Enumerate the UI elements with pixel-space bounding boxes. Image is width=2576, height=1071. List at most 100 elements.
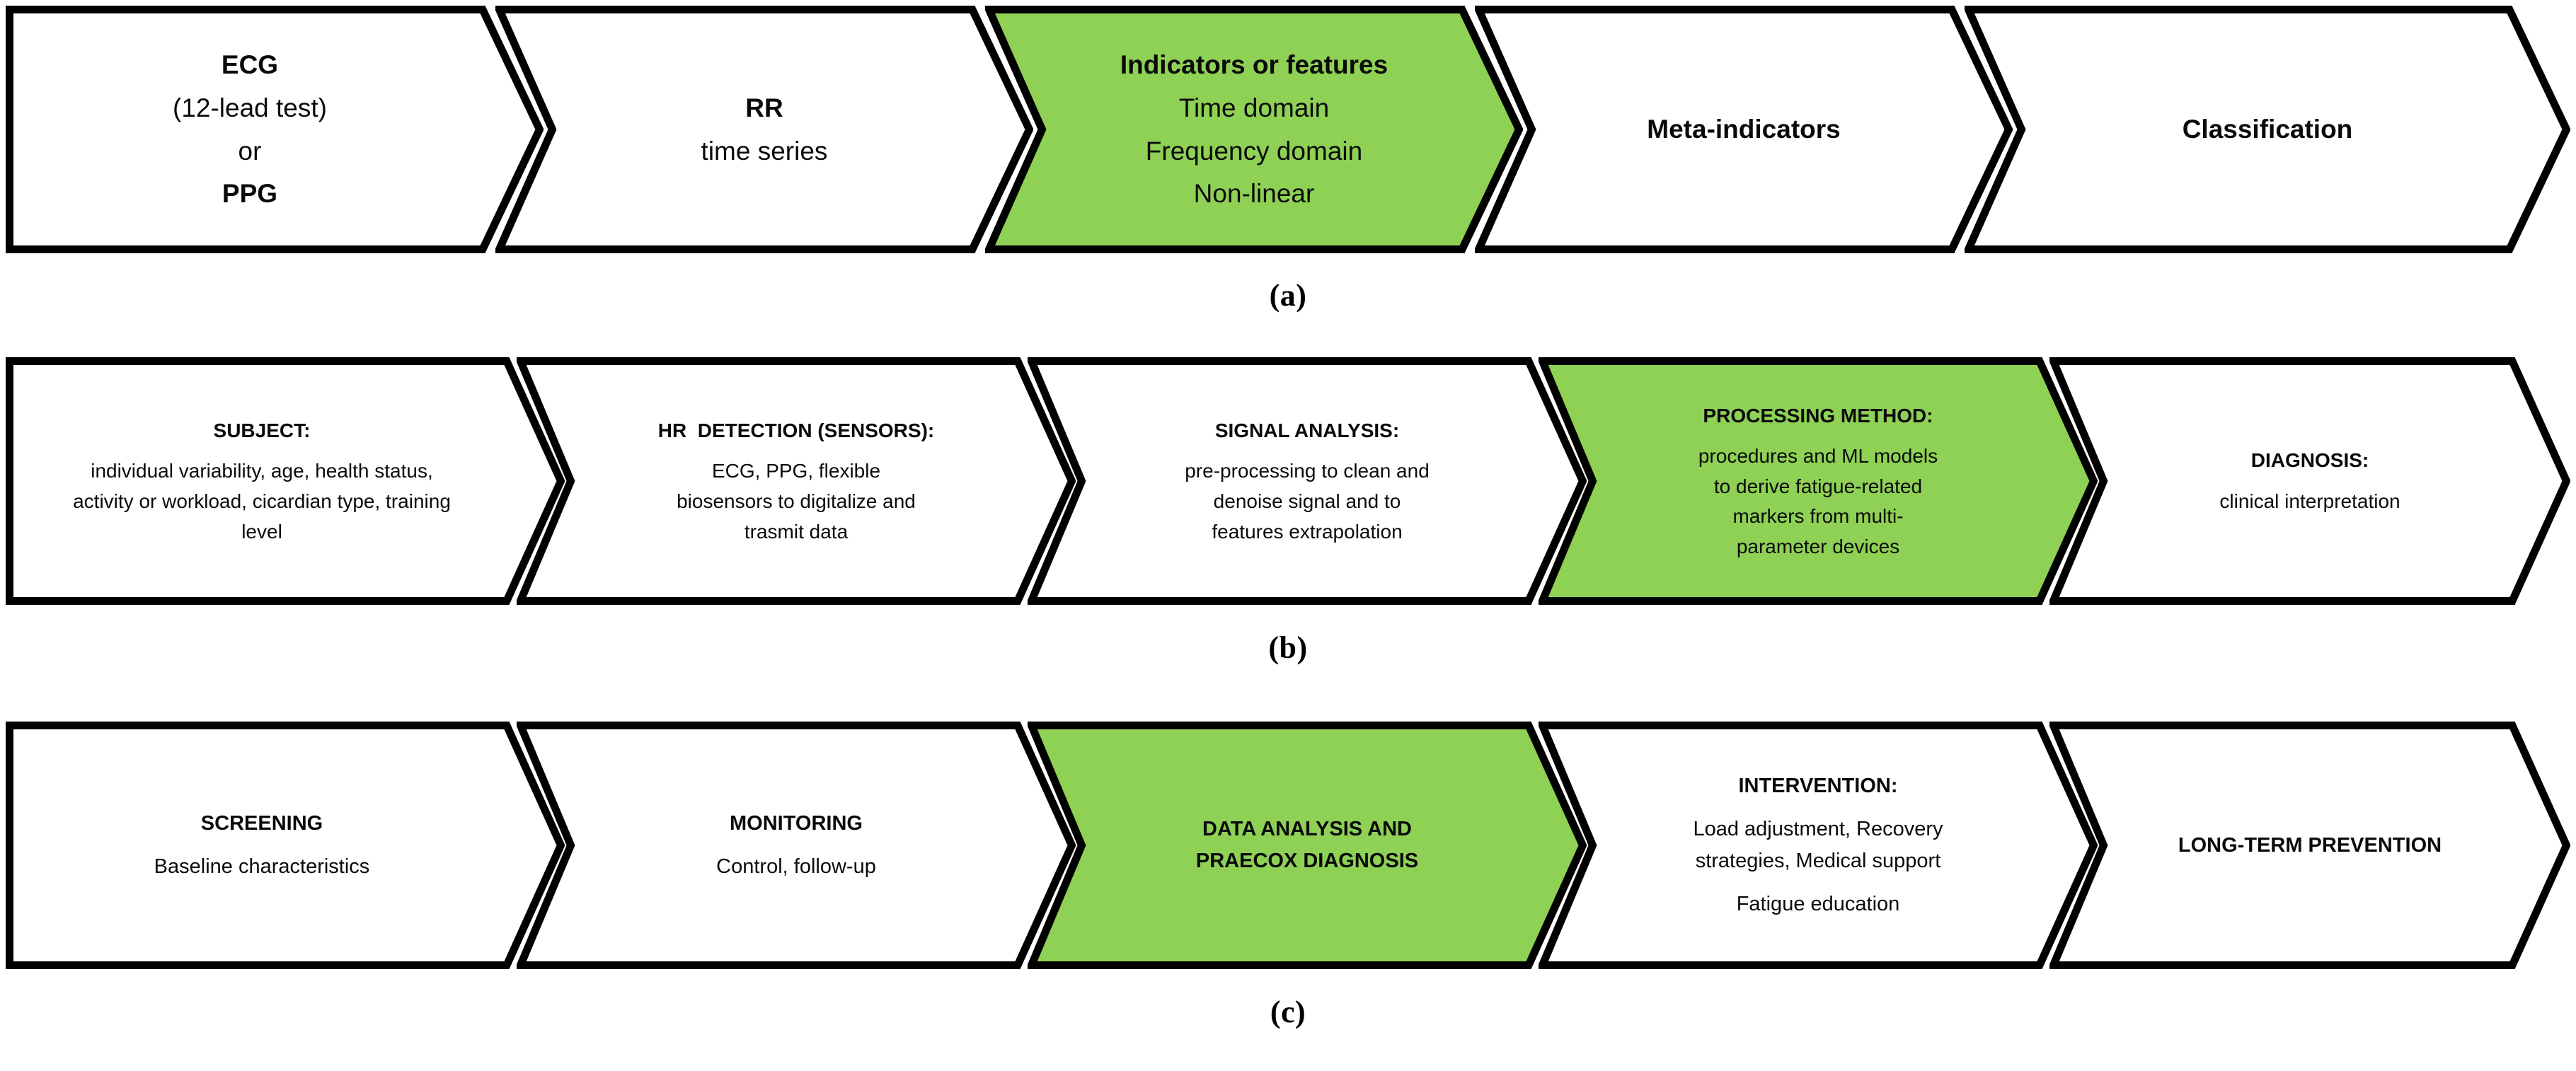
text-line: level (241, 520, 282, 543)
spacer (1096, 447, 1519, 454)
text-line: (12-lead test) (173, 93, 327, 122)
step-shape-diagnosis (2049, 357, 2570, 605)
step-label-subject: SUBJECT:individual variability, age, hea… (6, 414, 565, 548)
text-line: Meta-indicators (1647, 115, 1841, 144)
text-line: to derive fatigue-related (1713, 475, 1923, 497)
step-label-diagnosis: DIAGNOSIS: clinical interpretation (2049, 444, 2570, 518)
text-line: Fatigue education (1736, 892, 1900, 915)
step-label-hr-detection-sensors: HR DETECTION (SENSORS): ECG, PPG, flexibl… (517, 414, 1076, 548)
step-meta-indicators[interactable]: Meta-indicators (1475, 6, 2013, 253)
text-line: PPG (222, 179, 278, 209)
step-processing-method[interactable]: PROCESSING METHOD: procedures and ML mode… (1539, 357, 2098, 605)
step-shape-intervention (1539, 722, 2098, 969)
step-shape-rr-time-series (495, 6, 1033, 253)
text-line: pre-processing to clean and (1185, 460, 1430, 482)
panel-b: SUBJECT:individual variability, age, hea… (0, 357, 2576, 605)
step-diagnosis[interactable]: DIAGNOSIS: clinical interpretation (2049, 357, 2570, 605)
step-classification[interactable]: Classification (1965, 6, 2570, 253)
step-label-intervention: INTERVENTION: Load adjustment, Recovery st… (1539, 768, 2098, 922)
step-shape-signal-analysis (1028, 357, 1587, 605)
text-line: DATA ANALYSIS AND (1202, 818, 1412, 841)
step-label-meta-indicators: Meta-indicators (1475, 104, 2013, 155)
text-line: Non-linear (1193, 179, 1315, 209)
text-line: Load adjustment, Recovery (1693, 818, 1943, 841)
step-shape-ecg-or-ppg (6, 6, 544, 253)
text-line: Classification (2182, 115, 2353, 144)
step-screening[interactable]: SCREENING Baseline characteristics (6, 722, 565, 969)
text-line: DIAGNOSIS: (2250, 449, 2369, 472)
spacer (2117, 477, 2502, 485)
text-line: Baseline characteristics (154, 855, 370, 878)
step-shape-data-analysis-and-praecox-diagnosis (1028, 722, 1587, 969)
step-label-processing-method: PROCESSING METHOD: procedures and ML mode… (1539, 399, 2098, 564)
text-line: clinical interpretation (2219, 490, 2400, 512)
text-line: ECG, PPG, flexible (711, 460, 881, 482)
spacer (1606, 804, 2030, 811)
step-data-analysis-and-praecox-diagnosis[interactable]: DATA ANALYSIS AND PRAECOX DIAGNOSIS (1028, 722, 1587, 969)
text-line: Control, follow-up (716, 855, 876, 878)
step-label-signal-analysis: SIGNAL ANALYSIS: pre-processing to clean … (1028, 414, 1587, 548)
text-line: time series (701, 136, 828, 166)
step-rr-time-series[interactable]: RR time series (495, 6, 1033, 253)
step-label-long-term-prevention: LONG-TERM PREVENTION (2049, 828, 2570, 864)
step-subject[interactable]: SUBJECT:individual variability, age, hea… (6, 357, 565, 605)
step-shape-classification (1965, 6, 2570, 253)
text-line: MONITORING (730, 812, 863, 835)
step-shape-long-term-prevention (2049, 722, 2570, 969)
panel-b-caption: (b) (1268, 630, 1308, 665)
step-shape-monitoring (517, 722, 1076, 969)
step-label-rr-time-series: RR time series (495, 83, 1033, 176)
step-shape-hr-detection-sensors (517, 357, 1076, 605)
text-line: features extrapolation (1212, 520, 1403, 543)
text-line: trasmit data (744, 520, 849, 543)
text-line: strategies, Medical support (1695, 850, 1941, 872)
step-shape-subject (6, 357, 565, 605)
text-line: PRAECOX DIAGNOSIS (1195, 850, 1419, 872)
step-monitoring[interactable]: MONITORING Control, follow-up (517, 722, 1076, 969)
step-intervention[interactable]: INTERVENTION: Load adjustment, Recovery st… (1539, 722, 2098, 969)
text-line: Time domain (1178, 93, 1330, 122)
spacer (1606, 432, 2030, 439)
panel-c-caption: (c) (1270, 995, 1306, 1029)
panel-a-caption: (a) (1269, 278, 1307, 313)
text-line: SCREENING (200, 812, 323, 835)
step-signal-analysis[interactable]: SIGNAL ANALYSIS: pre-processing to clean … (1028, 357, 1587, 605)
text-line: RR (745, 93, 783, 122)
step-hr-detection-sensors[interactable]: HR DETECTION (SENSORS): ECG, PPG, flexibl… (517, 357, 1076, 605)
step-label-monitoring: MONITORING Control, follow-up (517, 806, 1076, 885)
text-line: denoise signal and to (1213, 490, 1401, 512)
spacer (27, 447, 497, 454)
text-line: procedures and ML models (1698, 445, 1938, 468)
text-line: SIGNAL ANALYSIS: (1214, 419, 1400, 441)
text-line: individual variability, age, health stat… (91, 460, 433, 482)
text-line: HR DETECTION (SENSORS): (657, 419, 935, 441)
panel-c-flow: SCREENING Baseline characteristics MONITOR… (0, 722, 2576, 969)
panel-c: SCREENING Baseline characteristics MONITOR… (0, 722, 2576, 969)
spacer (585, 447, 1008, 454)
step-shape-indicators-or-features (985, 6, 1523, 253)
text-line: parameter devices (1736, 535, 1900, 557)
text-line: markers from multi- (1732, 505, 1904, 528)
step-shape-meta-indicators (1475, 6, 2013, 253)
step-label-data-analysis-and-praecox-diagnosis: DATA ANALYSIS AND PRAECOX DIAGNOSIS (1028, 811, 1587, 879)
spacer (27, 842, 497, 849)
text-line: Indicators or features (1120, 50, 1388, 80)
spacer (1606, 879, 2030, 886)
step-long-term-prevention[interactable]: LONG-TERM PREVENTION (2049, 722, 2570, 969)
step-label-classification: Classification (1965, 104, 2570, 155)
text-line: PROCESSING METHOD: (1703, 404, 1933, 427)
text-line: LONG-TERM PREVENTION (2178, 833, 2442, 857)
text-line: Frequency domain (1145, 136, 1363, 166)
panel-b-flow: SUBJECT:individual variability, age, hea… (0, 357, 2576, 605)
text-line: INTERVENTION: (1738, 775, 1898, 798)
text-line: ECG (221, 50, 279, 80)
text-line: biosensors to digitalize and (677, 490, 916, 512)
step-shape-screening (6, 722, 565, 969)
step-shape-processing-method (1539, 357, 2098, 605)
